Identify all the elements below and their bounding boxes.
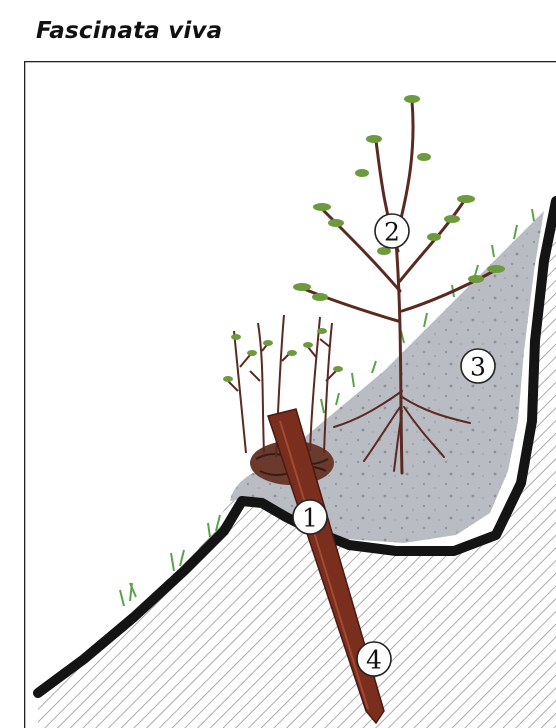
marker-1: 1: [293, 500, 327, 534]
marker-3-label: 3: [470, 353, 486, 382]
diagram-title: Fascinata viva: [36, 18, 222, 44]
marker-3: 3: [461, 349, 495, 383]
marker-2: 2: [375, 214, 409, 248]
fascine-section-drawing: 1 2 3 4: [24, 61, 556, 728]
marker-4: 4: [357, 642, 391, 676]
diagram-figure: 1 2 3 4: [24, 61, 556, 728]
marker-4-label: 4: [366, 646, 382, 675]
marker-2-label: 2: [384, 218, 400, 247]
marker-1-label: 1: [302, 504, 318, 533]
backfill-texture: [230, 211, 544, 543]
